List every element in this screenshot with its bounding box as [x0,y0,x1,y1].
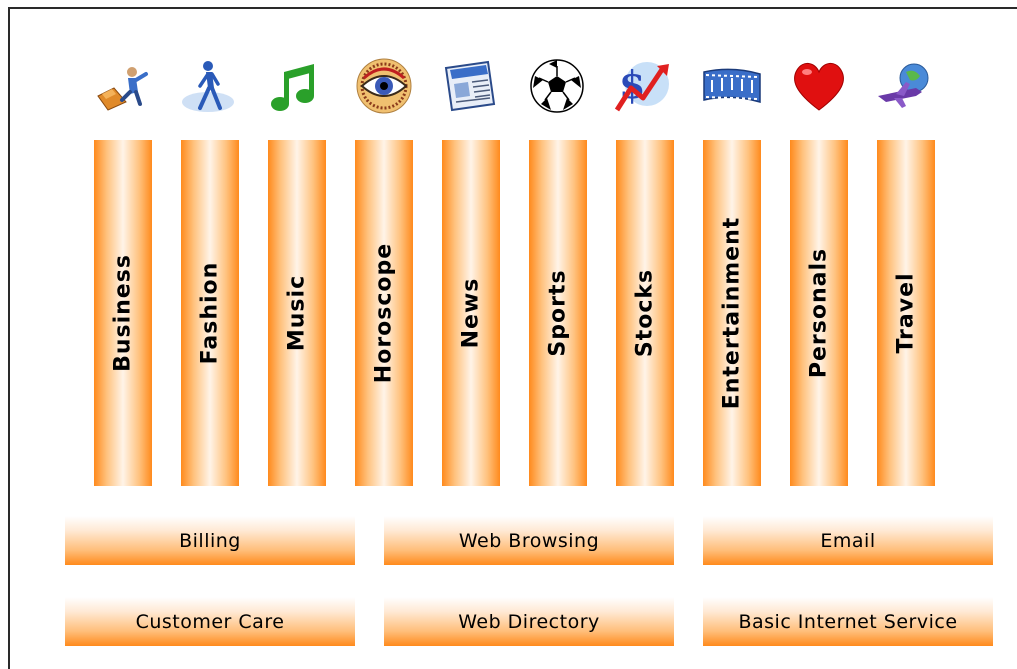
category-column-travel: Travel [877,140,935,486]
category-label: Sports [545,269,571,357]
diagram-frame [8,7,1017,669]
category-column-music: Music [268,140,326,486]
category-label: Business [110,254,136,372]
service-label: Billing [179,529,241,552]
category-column-sports: Sports [529,140,587,486]
category-column-news: News [442,140,500,486]
service-email: Email [703,516,993,565]
category-label: Personals [806,247,832,379]
service-web-browsing: Web Browsing [384,516,674,565]
category-label: Travel [893,272,919,354]
category-label: Music [284,274,310,352]
category-label: Entertainment [719,216,745,410]
category-column-entertainment: Entertainment [703,140,761,486]
newspaper-icon [440,58,500,118]
service-label: Web Browsing [458,529,600,552]
category-column-business: Business [94,140,152,486]
category-column-stocks: Stocks [616,140,674,486]
service-billing: Billing [65,516,355,565]
category-column-horoscope: Horoscope [355,140,413,486]
music-note-icon [266,58,326,118]
service-customer-care: Customer Care [65,597,355,646]
category-label: Fashion [197,261,223,365]
film-strip-icon [702,58,762,118]
business-person-icon [92,58,152,118]
soccer-ball-icon [527,58,587,118]
eye-icon [354,58,414,118]
service-web-directory: Web Directory [384,597,674,646]
category-label: Stocks [632,268,658,358]
service-label: Basic Internet Service [738,610,958,633]
heart-icon [789,58,849,118]
service-label: Web Directory [458,610,600,633]
category-label: Horoscope [371,242,397,384]
service-label: Email [820,529,876,552]
category-column-fashion: Fashion [181,140,239,486]
service-label: Customer Care [135,610,285,633]
walking-person-icon [178,58,238,118]
stocks-dollar-icon: $ [613,58,673,118]
category-label: News [458,277,484,349]
airplane-globe-icon [876,58,936,118]
category-column-personals: Personals [790,140,848,486]
service-basic-internet: Basic Internet Service [703,597,993,646]
